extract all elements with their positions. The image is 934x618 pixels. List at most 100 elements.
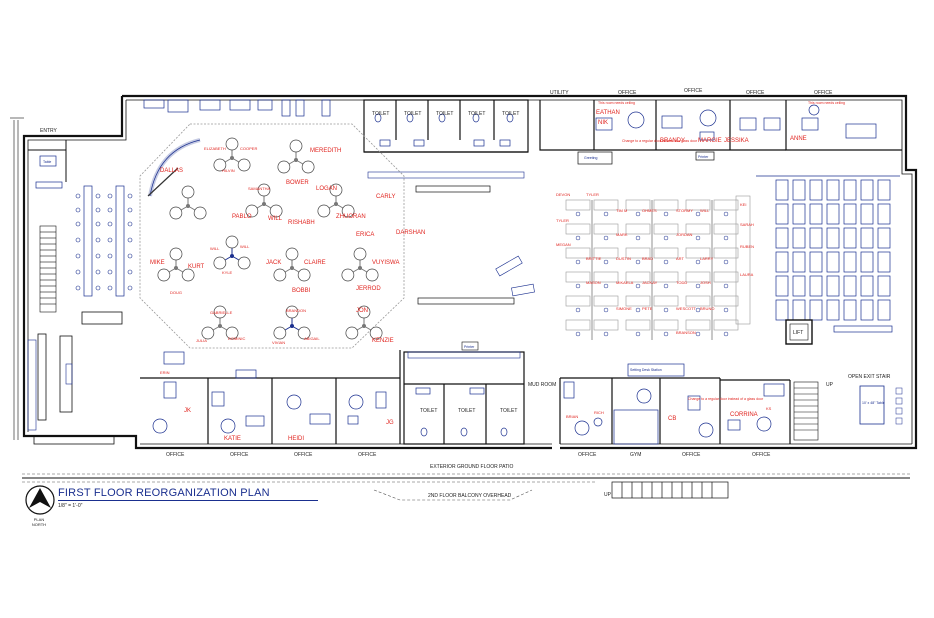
person-simone: SIMONE [616,306,632,311]
person-jerrod: JERROD [356,286,381,292]
chair [575,259,581,265]
kitchen-counter-left [27,339,73,431]
person-todd: TODD [676,280,687,285]
workstation [593,295,619,307]
person-bower: BOWER [286,180,309,186]
person-devon: DEVON [556,192,570,197]
pinwheel-pod [245,183,283,218]
pinwheel-pod [201,305,239,340]
pod-hub [230,156,234,160]
chair [695,259,701,265]
shelf-unit [860,179,874,201]
workstation [685,295,711,307]
shelf-unit [843,275,857,297]
note-glass-door-bottom: Change to a regular door instead of a gl… [688,397,764,401]
pod-hub [218,324,222,328]
shelf-unit [877,227,891,249]
column-partitions [415,185,515,305]
pinwheel-pod [341,247,379,282]
person-dallas: DALLAS [160,168,183,174]
person-zhuoran: ZHUORAN [336,214,366,220]
person-jon: JON [356,308,368,314]
person-bransom: BRANSON [676,330,696,335]
workstation [593,271,619,283]
shelf-unit [826,203,840,225]
pod-seat [181,185,195,199]
pinwheel-pod [273,247,311,282]
chair [635,331,641,337]
chair [695,307,701,313]
shelf-unit [877,203,891,225]
person-jk: JK [184,408,191,414]
toilet-fixtures-top [374,113,514,147]
person-dominic: DOMINIC [228,336,245,341]
shelf-unit [826,179,840,201]
shelf-unit [877,179,891,201]
person-doug: DOUG [170,290,182,295]
bottom-office-furniture [152,351,785,445]
conference-strip [833,325,893,333]
pod-seat [341,204,355,218]
chair [635,283,641,289]
shelf-unit [792,299,806,321]
person-erica: ERICA [356,232,374,238]
pod-seat [245,204,259,218]
cabinet-strip-bottom [407,351,521,359]
chair [575,235,581,241]
open-office-desks [565,195,751,340]
workstation [653,271,679,283]
pod-seat [273,326,287,340]
shelf-unit [809,227,823,249]
person-brad: BRAD [642,256,653,261]
person-ruben: RUBEN [740,244,754,249]
person-cb: CB [668,416,676,422]
workstation [653,223,679,235]
room-label-office: OFFICE [230,452,249,458]
pod-seat [213,158,227,172]
exterior-walls [22,94,918,450]
person-jordan: JORDAN [676,232,693,237]
shelf-unit [826,227,840,249]
chair [603,259,609,265]
workstation [653,295,679,307]
person-mikaela: MIKAELA [616,280,634,285]
pod-hub [334,202,338,206]
workstation [713,271,739,283]
pod-seat [341,268,355,282]
pod-seat [365,268,379,282]
shelf-unit [860,203,874,225]
person-tim: TIM M [616,208,627,213]
pod-hub [262,202,266,206]
pod-seat [353,247,367,261]
toilet-block-top [363,99,529,153]
workstation [625,199,651,211]
room-label-office: OFFICE [294,452,313,458]
pinwheel-pod [213,235,251,270]
chair [603,235,609,241]
shelf-unit [792,275,806,297]
pod-seat [317,204,331,218]
person-erin: ERIN [160,370,170,375]
workstation [565,295,591,307]
room-label-toilet: TOILET [500,408,517,414]
workstation [593,247,619,259]
cabinet-strip-top [367,171,525,179]
person-logan: LOGAN [316,186,337,192]
room-label-patio: EXTERIOR GROUND FLOOR PATIO [430,464,514,470]
pod-hub [362,324,366,328]
person-katie: KATIE [224,436,241,442]
shelf-unit [792,251,806,273]
shelf-unit [843,299,857,321]
pod-seat [237,158,251,172]
shelf-unit [775,227,789,249]
workstation [685,319,711,331]
chair [663,259,669,265]
pinwheel-pod [317,183,355,218]
person-laura: LAURA [740,272,754,277]
pod-seat [169,206,183,220]
person-julia: JULIA [196,338,207,343]
note-room-ceiling: This room needs ceiling [808,101,845,105]
person-brandy: BRANDY [660,138,685,144]
chair [663,307,669,313]
chair [603,283,609,289]
